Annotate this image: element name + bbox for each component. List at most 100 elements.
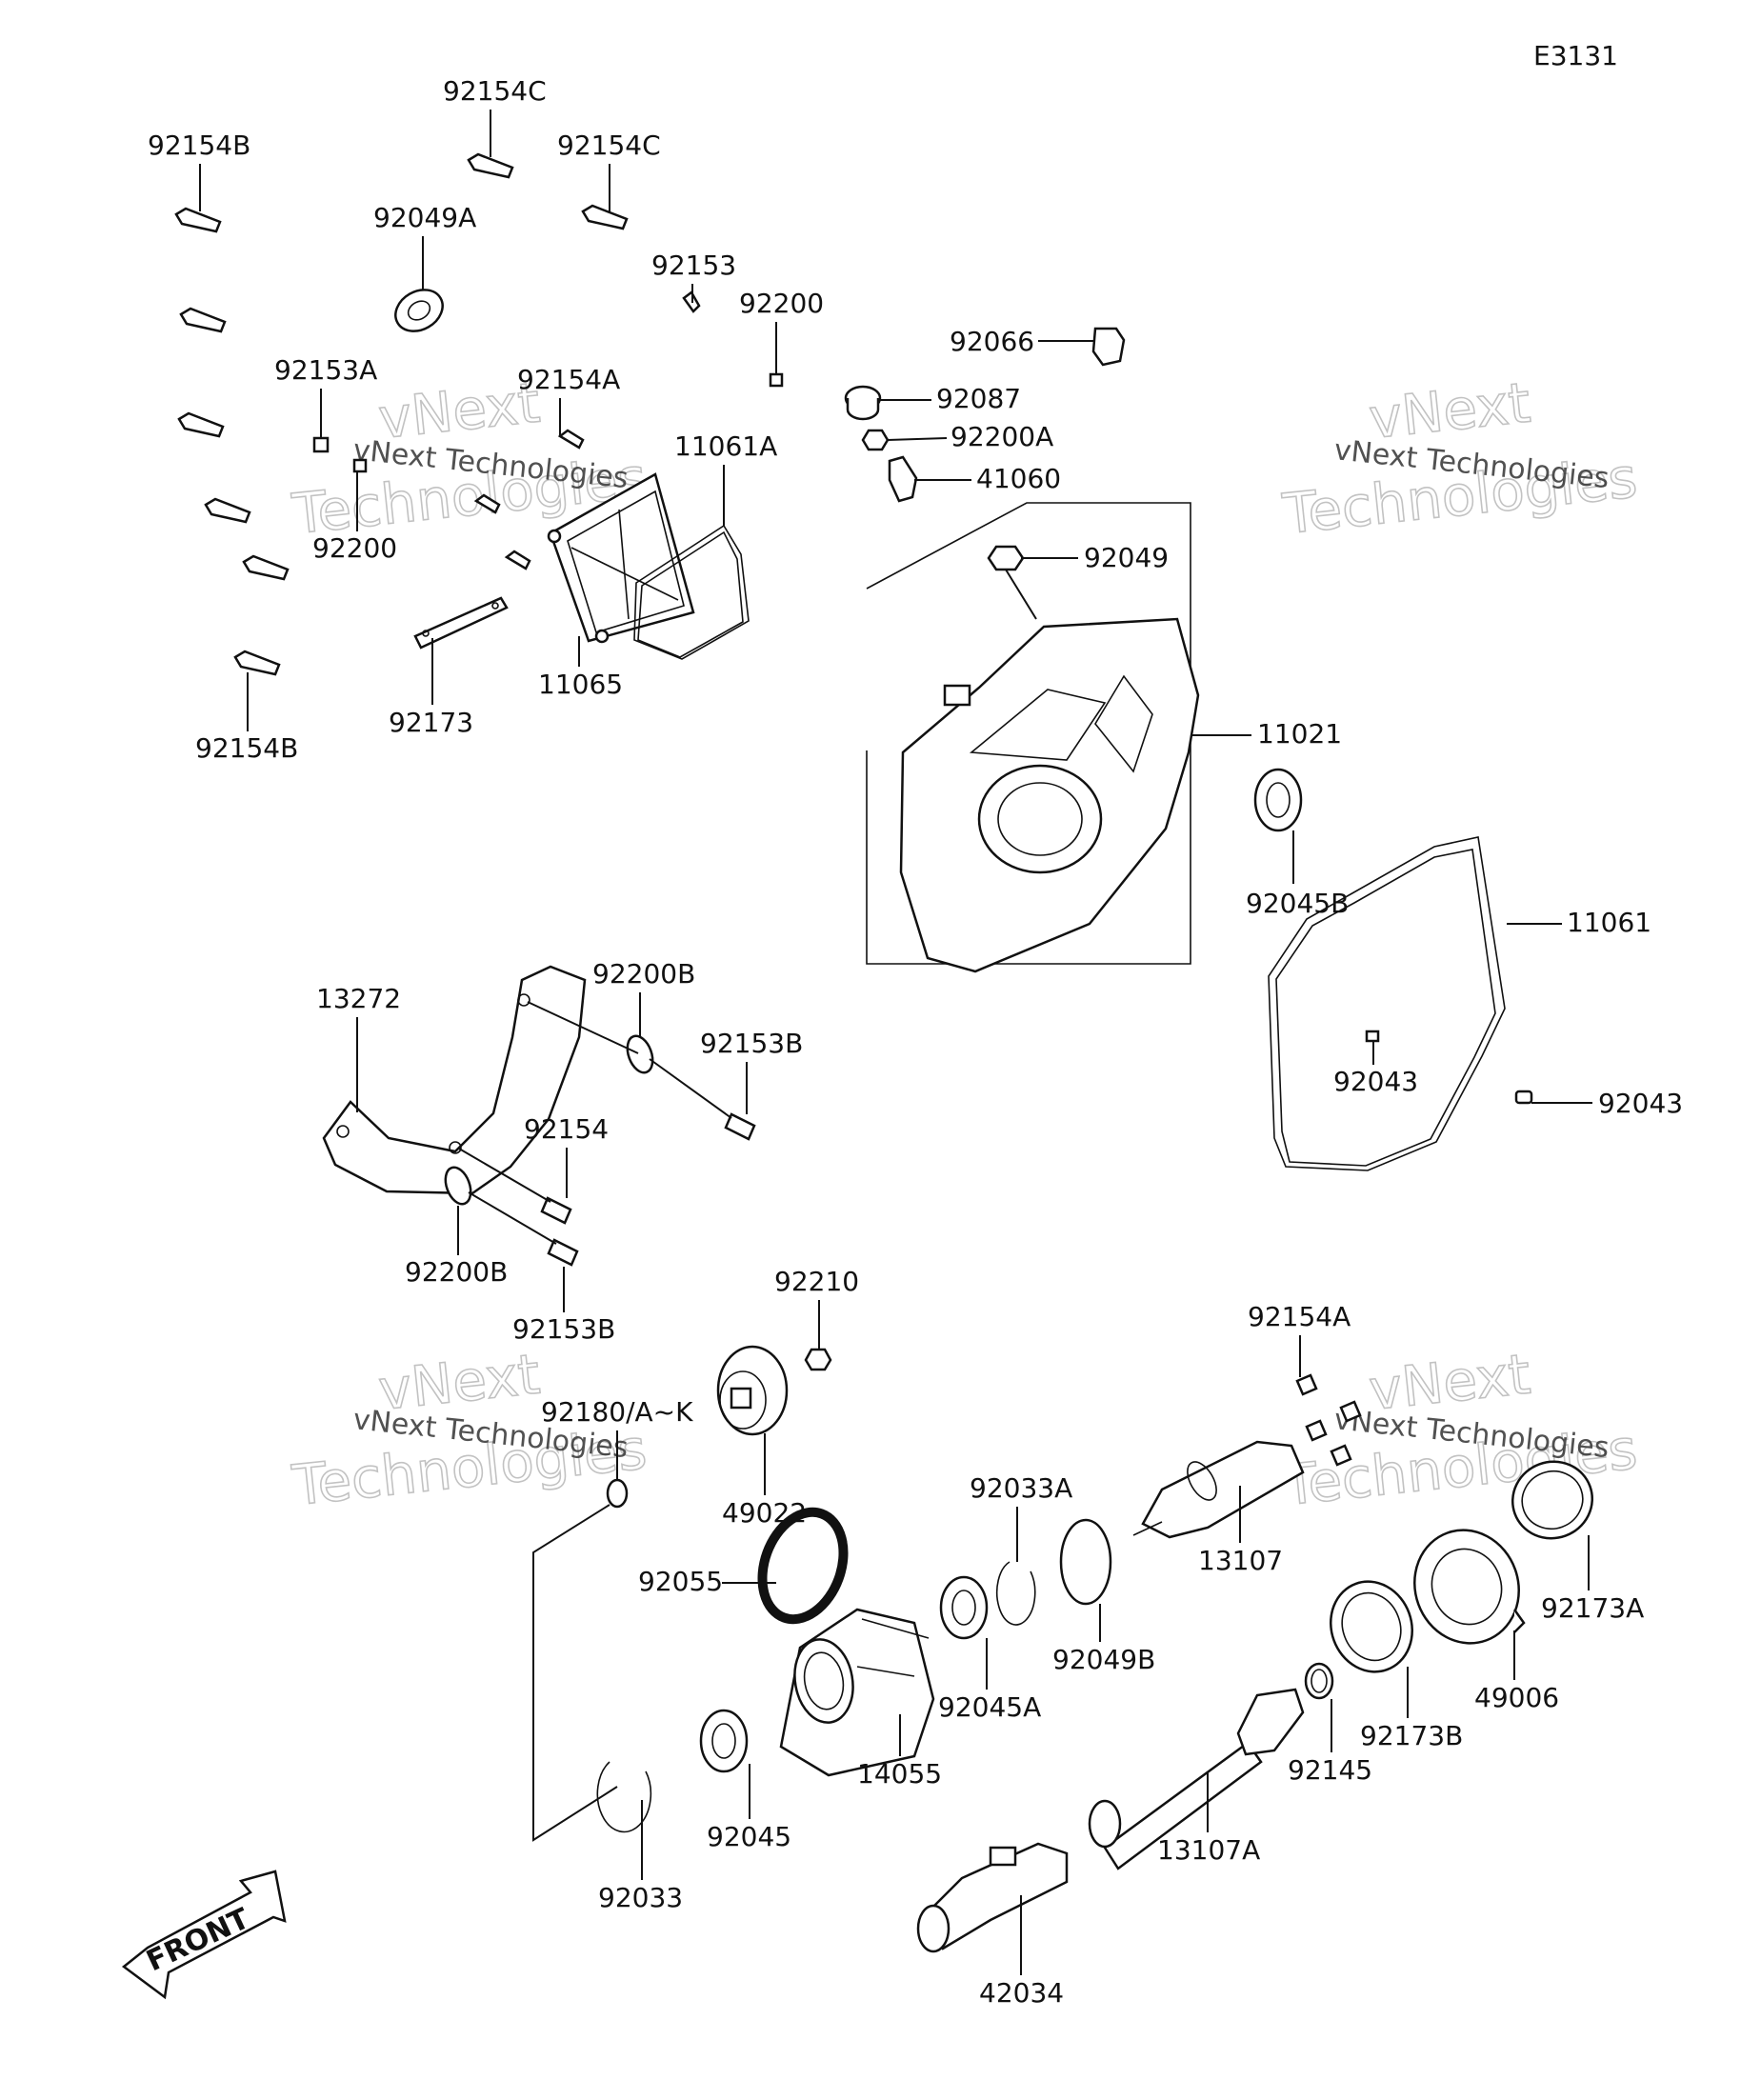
label-92153A: 92153A <box>274 354 377 438</box>
seal-92049a-icon <box>394 289 444 332</box>
svg-text:92033A: 92033A <box>970 1472 1072 1504</box>
svg-text:92049B: 92049B <box>1052 1644 1155 1675</box>
plug-92066-icon <box>1091 327 1126 367</box>
dowel-92043-icon <box>1514 1090 1533 1105</box>
svg-text:92154: 92154 <box>524 1113 609 1145</box>
label-11021: 11021 <box>1191 718 1342 750</box>
svg-text:92180/A~K: 92180/A~K <box>541 1396 693 1428</box>
label-92033A: 92033A <box>970 1472 1072 1562</box>
axis-line <box>527 1001 639 1054</box>
label-92066: 92066 <box>950 326 1095 357</box>
svg-text:92200A: 92200A <box>951 421 1053 452</box>
svg-text:13272: 13272 <box>316 983 401 1014</box>
cap-92087-icon <box>844 385 882 421</box>
label-11065: 11065 <box>538 636 623 700</box>
circlip-92033-icon <box>596 1761 652 1833</box>
svg-text:92154C: 92154C <box>557 130 661 161</box>
label-92210: 92210 <box>774 1266 859 1349</box>
label-92045B: 92045B <box>1246 830 1349 919</box>
shaft-13107-icon <box>1132 1440 1305 1539</box>
svg-text:92154C: 92154C <box>443 75 547 107</box>
svg-text:92154B: 92154B <box>195 732 298 764</box>
watermark-right-top: vNext Technologies vNext Technologies <box>1279 370 1641 548</box>
svg-text:92153A: 92153A <box>274 354 377 386</box>
label-92033: 92033 <box>598 1800 683 1913</box>
label-13107: 13107 <box>1198 1486 1283 1576</box>
svg-text:92154A: 92154A <box>1248 1301 1351 1332</box>
label-92200B-top: 92200B <box>592 958 695 1036</box>
band-92173a-icon <box>1511 1460 1594 1540</box>
label-41060: 41060 <box>914 463 1061 494</box>
diagram-code: E3131 <box>1533 40 1618 71</box>
svg-text:92153B: 92153B <box>512 1313 615 1345</box>
label-92154B-bottom: 92154B <box>195 672 298 764</box>
label-92087: 92087 <box>880 383 1021 414</box>
svg-text:92043: 92043 <box>1333 1066 1418 1097</box>
svg-text:92153B: 92153B <box>700 1028 803 1059</box>
label-92045: 92045 <box>707 1764 791 1852</box>
svg-text:92200: 92200 <box>739 288 824 319</box>
svg-text:42034: 42034 <box>979 1977 1064 2009</box>
front-arrow-icon: FRONT <box>121 1870 287 2000</box>
seal-92049b-icon <box>1059 1518 1112 1606</box>
oring-92055-icon <box>757 1507 849 1625</box>
label-92173A: 92173A <box>1541 1535 1644 1624</box>
svg-text:11061: 11061 <box>1567 907 1651 938</box>
svg-text:92145: 92145 <box>1288 1754 1372 1786</box>
svg-text:92055: 92055 <box>638 1566 723 1597</box>
svg-text:92154B: 92154B <box>148 130 250 161</box>
svg-text:92033: 92033 <box>598 1882 683 1913</box>
label-92049: 92049 <box>1005 542 1169 620</box>
svg-text:49006: 49006 <box>1474 1682 1559 1713</box>
svg-text:92087: 92087 <box>936 383 1021 414</box>
driveshaft-13107a-icon <box>1088 1688 1305 1870</box>
label-92043-right: 92043 <box>1531 1088 1683 1119</box>
svg-text:92043: 92043 <box>1598 1088 1683 1119</box>
label-92200B-bottom: 92200B <box>405 1206 508 1288</box>
label-92154A-bottom: 92154A <box>1248 1301 1351 1377</box>
axis-line <box>458 1148 551 1203</box>
svg-text:92049: 92049 <box>1084 542 1169 573</box>
svg-text:92049A: 92049A <box>373 202 476 233</box>
bolt-92154a-icon <box>1295 1373 1362 1467</box>
label-92045A: 92045A <box>938 1638 1041 1723</box>
label-49022: 49022 <box>722 1433 807 1529</box>
housing-14055-icon <box>779 1608 935 1777</box>
label-13107A: 13107A <box>1157 1771 1260 1866</box>
front-label: FRONT <box>142 1902 255 1978</box>
label-92049B: 92049B <box>1052 1604 1155 1675</box>
svg-text:11065: 11065 <box>538 669 623 700</box>
label-92154C-top: 92154C <box>443 75 547 157</box>
label-92154: 92154 <box>524 1113 609 1198</box>
svg-text:92200B: 92200B <box>405 1256 508 1288</box>
nut-92200a-icon <box>861 429 890 451</box>
label-92180: 92180/A~K <box>541 1396 693 1480</box>
svg-text:92200: 92200 <box>312 532 397 564</box>
label-92173B: 92173B <box>1360 1667 1463 1751</box>
bolt-92154-icon <box>540 1196 572 1225</box>
bolt-icon <box>174 152 701 676</box>
svg-text:49022: 49022 <box>722 1497 807 1529</box>
svg-text:41060: 41060 <box>976 463 1061 494</box>
svg-text:92153: 92153 <box>651 250 736 281</box>
seal-92049-icon <box>987 545 1025 571</box>
watermark-left-bottom: vNext Technologies vNext Technologies <box>289 1341 650 1519</box>
label-92153B-bottom: 92153B <box>512 1267 615 1345</box>
label-11061: 11061 <box>1507 907 1651 938</box>
label-92049A: 92049A <box>373 202 476 290</box>
svg-text:92173: 92173 <box>389 707 473 738</box>
label-92153B-top: 92153B <box>700 1028 803 1114</box>
spring-92145-icon <box>1304 1662 1334 1700</box>
label-13272: 13272 <box>316 983 401 1112</box>
label-92173: 92173 <box>389 638 473 738</box>
shim-92180-icon <box>606 1478 629 1509</box>
svg-text:92066: 92066 <box>950 326 1034 357</box>
svg-text:92045A: 92045A <box>938 1691 1041 1723</box>
svg-text:92210: 92210 <box>774 1266 859 1297</box>
axis-line <box>468 1191 557 1245</box>
svg-text:11021: 11021 <box>1257 718 1342 750</box>
washer-92200b-icon <box>444 1034 654 1206</box>
bracket-13272-icon <box>322 965 587 1195</box>
svg-text:14055: 14055 <box>857 1758 942 1790</box>
svg-text:92200B: 92200B <box>592 958 695 990</box>
